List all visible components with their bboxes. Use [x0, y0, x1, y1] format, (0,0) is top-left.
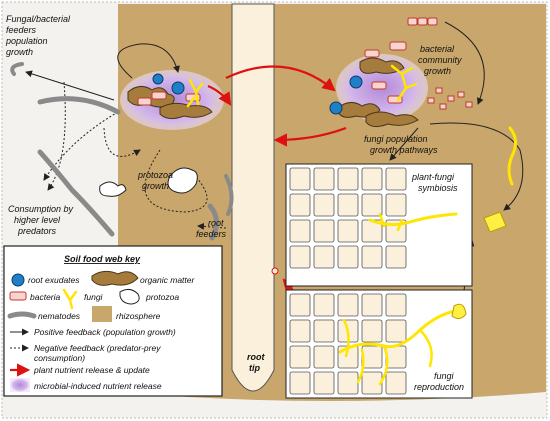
label-fungi-pathways: fungi population growth pathways [364, 134, 438, 155]
label-feeders-growth: Fungal/bacterial feeders population grow… [5, 14, 73, 57]
label-root-feeders: root feeders [196, 218, 227, 239]
organic-matter [365, 111, 419, 128]
key-negative-feedback-1: Negative feedback (predator-prey [34, 343, 161, 353]
key-microbial-release: microbial-induced nutrient release [34, 381, 162, 391]
key-fungi-swatch [62, 288, 78, 310]
protozoa-arrow [103, 127, 141, 157]
key-root-exudate-swatch [11, 273, 25, 287]
key-protozoa: protozoa [145, 292, 179, 302]
bacteria-colony [364, 17, 473, 110]
nutrient-arrow-left [207, 84, 232, 106]
key-nematodes: nematodes [38, 311, 81, 321]
key-box: Soil food web key root exudates organic … [3, 245, 223, 397]
label-root-tip: root tip [247, 352, 267, 373]
key-nematode-swatch [7, 311, 37, 319]
predation-arrow [43, 111, 119, 181]
key-rhizosphere: rhizosphere [116, 311, 161, 321]
key-organic-matter: organic matter [140, 275, 195, 285]
key-bacteria: bacteria [30, 292, 61, 302]
uptake-point [271, 267, 279, 275]
nutrient-arrow-to-root [273, 126, 347, 147]
feedback-loop-left [117, 43, 180, 79]
label-plant-fungi-symbiosis: plant-fungi symbiosis [411, 172, 458, 193]
key-root-exudates: root exudates [28, 275, 80, 285]
root-feeder-arrow [197, 222, 227, 230]
organic-matter [159, 102, 213, 120]
key-title: Soil food web key [64, 254, 141, 264]
label-consumption: Consumption by higher level predators [8, 204, 76, 236]
left-microbial-cluster [120, 70, 224, 130]
key-positive-feedback: Positive feedback (population growth) [34, 327, 176, 337]
protozoa [167, 167, 198, 194]
bacteria [137, 97, 152, 106]
organic-matter [337, 102, 381, 118]
key-negative-feedback-2: consumption) [34, 353, 85, 363]
fungi-hyphae [507, 126, 517, 186]
key-organic-matter-swatch [91, 270, 139, 286]
root-exudate [171, 81, 185, 95]
bacteria [371, 81, 387, 90]
right-microbial-cluster [329, 54, 428, 128]
root [231, 3, 275, 392]
plant-cell-grid-lower [285, 289, 473, 399]
key-bacteria-swatch [9, 291, 27, 301]
key-nutrient-release: plant nutrient release & update [33, 365, 150, 375]
label-bacterial-growth: bacterial community growth [418, 44, 464, 76]
label-protozoa-growth: protozoa growth [137, 170, 176, 191]
bacteria [151, 91, 167, 100]
fungi [186, 78, 204, 108]
root-exudate [329, 101, 343, 115]
fungi-pathway-arrow [389, 127, 419, 161]
fungi [390, 64, 418, 102]
key-microbial-swatch [10, 378, 30, 392]
protozoa [99, 181, 127, 197]
feedback-loop-fungi [429, 122, 524, 211]
key-rhizosphere-swatch [92, 306, 112, 322]
root-exudate [152, 73, 164, 85]
feedback-loop-bacterial [444, 21, 485, 105]
key-protozoa-swatch [119, 288, 140, 305]
protozoa-loop [144, 149, 208, 213]
fungi-spore [483, 211, 507, 233]
plant-cell-grid-upper [285, 163, 473, 287]
feeders-growth-arrow [25, 70, 115, 101]
label-fungi-reproduction: fungi reproduction [414, 371, 464, 392]
nutrient-arrow-to-right [225, 65, 336, 92]
nematodes [10, 62, 234, 241]
key-fungi: fungi [84, 292, 104, 302]
organic-matter [359, 57, 405, 74]
root-exudate [349, 75, 363, 89]
